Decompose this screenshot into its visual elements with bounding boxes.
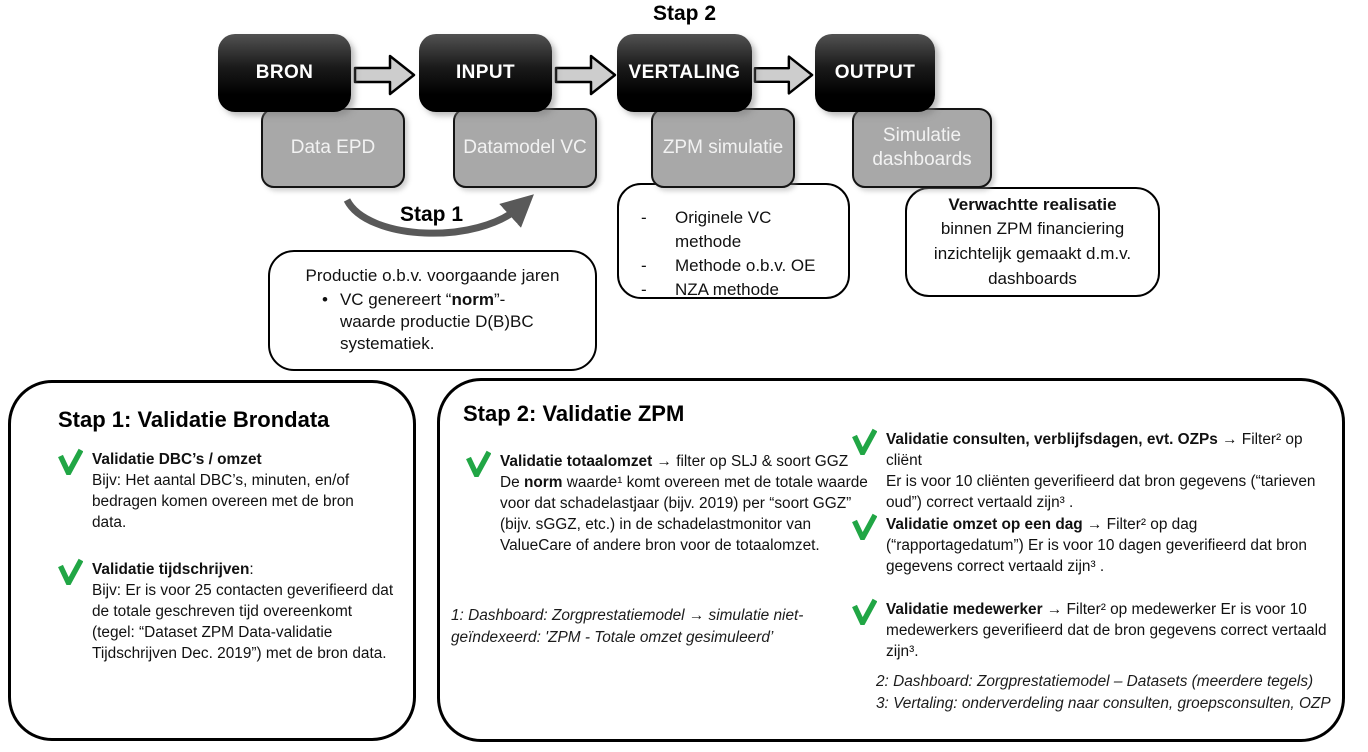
stage-bron-label: BRON bbox=[255, 62, 314, 83]
subbox-zpm-simulatie-label: ZPM simulatie bbox=[662, 137, 784, 159]
validation-item-head: Validatie consulten, verblijfsdagen, evt… bbox=[886, 429, 1341, 471]
callout-verwachtte-bold: Verwachtte realisatie bbox=[948, 194, 1117, 214]
footnote-1: 1: Dashboard: Zorgprestatiemodel → simul… bbox=[451, 607, 804, 647]
validation-item: Validatie consulten, verblijfsdagen, evt… bbox=[851, 428, 1341, 513]
body-rest: waarde¹ komt overeen met de totale waard… bbox=[500, 474, 868, 555]
step1-curved-arrow-icon bbox=[343, 194, 534, 237]
validation-item-text: Validatie tijdschrijven: Bijv: Er is voo… bbox=[92, 559, 397, 664]
panel-stap1-validatie-brondata: Stap 1: Validatie Brondata Validatie DBC… bbox=[8, 380, 416, 741]
method-item: - Originele VC methode bbox=[641, 206, 838, 254]
bullet-text-pre: VC genereert “ bbox=[339, 290, 452, 310]
validation-item: Validatie totaalomzet → filter op SLJ & … bbox=[465, 450, 875, 556]
dash-bullet: - bbox=[641, 208, 647, 227]
validation-item-text: Validatie DBC’s / omzet Bijv: Het aantal… bbox=[92, 449, 392, 533]
stap1-label: Stap 1 bbox=[400, 203, 464, 226]
dash-bullet: - bbox=[641, 280, 647, 300]
check-icon bbox=[852, 598, 877, 625]
method-item: - Methode o.b.v. OE bbox=[641, 254, 838, 278]
validation-item-text: Validatie totaalomzet → filter op SLJ & … bbox=[500, 451, 875, 556]
bullet-text-post: ”-waarde productie D(B)BC systematiek. bbox=[339, 290, 534, 354]
footnote-3: 3: Vertaling: onderverdeling naar consul… bbox=[876, 695, 1331, 713]
stage-vertaling: VERTALING bbox=[617, 34, 752, 112]
validation-item-text: Validatie consulten, verblijfsdagen, evt… bbox=[886, 429, 1341, 513]
bullet-glyph: • bbox=[322, 290, 328, 310]
subbox-zpm-simulatie: ZPM simulatie bbox=[651, 108, 795, 188]
callout-productie: Productie o.b.v. voorgaande jaren • VC g… bbox=[268, 250, 597, 371]
validation-item-text: Validatie omzet op een dag → Filter² op … bbox=[886, 514, 1341, 577]
callout-productie-bullet: • VC genereert “norm”-waarde productie D… bbox=[322, 289, 581, 355]
stage-output-label: OUTPUT bbox=[834, 62, 916, 83]
validation-item-head: Validatie totaalomzet → filter op SLJ & … bbox=[500, 451, 875, 472]
footnote-2: 2: Dashboard: Zorgprestatiemodel – Datas… bbox=[876, 673, 1314, 690]
flow-arrow-icon bbox=[353, 54, 416, 96]
method-label: Originele VC methode bbox=[675, 208, 772, 252]
validation-item: Validatie DBC’s / omzet Bijv: Het aantal… bbox=[57, 448, 397, 533]
subbox-datamodel-vc: Datamodel VC bbox=[453, 108, 597, 188]
check-icon bbox=[852, 513, 877, 540]
stage-bron: BRON bbox=[218, 34, 351, 112]
callout-productie-bullet-text: VC genereert “norm”-waarde productie D(B… bbox=[340, 289, 536, 355]
subbox-data-epd: Data EPD bbox=[261, 108, 405, 188]
head-bold: Validatie medewerker bbox=[886, 601, 1043, 618]
head-rest: → Filter² op medewerker Er is voor 10 bbox=[1042, 601, 1307, 618]
stage-vertaling-label: VERTALING bbox=[628, 62, 741, 83]
stap2-label: Stap 2 bbox=[652, 2, 717, 25]
head-bold: Validatie omzet op een dag bbox=[886, 516, 1083, 533]
callout-productie-line1: Productie o.b.v. voorgaande jaren bbox=[305, 266, 560, 285]
validation-item: Validatie medewerker → Filter² op medewe… bbox=[851, 598, 1341, 662]
stage-input-label: INPUT bbox=[456, 62, 515, 83]
callout-vc-methodes: - Originele VC methode - Methode o.b.v. … bbox=[617, 183, 850, 299]
head-rest: → filter op SLJ & soort GGZ bbox=[652, 453, 849, 470]
validation-item-head: Validatie DBC’s / omzet bbox=[92, 449, 392, 470]
flow-arrow-icon bbox=[554, 54, 617, 96]
callout-verwachtte-rest: binnen ZPM financiering inzichtelijk gem… bbox=[933, 219, 1132, 288]
head-bold: Validatie tijdschrijven bbox=[92, 561, 250, 578]
panel-stap1-title: Stap 1: Validatie Brondata bbox=[58, 407, 330, 432]
validation-item-head: Validatie tijdschrijven: bbox=[92, 559, 397, 580]
body-bold: norm bbox=[523, 474, 563, 492]
method-item: - NZA methode bbox=[641, 278, 838, 302]
head-rest: : bbox=[249, 561, 254, 578]
head-bold: Validatie DBC’s / omzet bbox=[92, 451, 262, 468]
validation-item-body: Bijv: Het aantal DBC’s, minuten, en/of b… bbox=[92, 472, 354, 532]
dash-bullet: - bbox=[641, 256, 647, 276]
subbox-datamodel-vc-label: Datamodel VC bbox=[463, 137, 587, 159]
head-bold: Validatie totaalomzet bbox=[500, 453, 653, 470]
check-icon bbox=[852, 428, 877, 455]
check-icon bbox=[58, 558, 83, 585]
head-rest: → Filter² op dag bbox=[1082, 516, 1198, 533]
validation-item-text: Validatie medewerker → Filter² op medewe… bbox=[886, 599, 1341, 662]
validation-item: Validatie omzet op een dag → Filter² op … bbox=[851, 513, 1341, 577]
callout-verwachtte-text: Verwachtte realisatie binnen ZPM financi… bbox=[921, 193, 1144, 292]
bullet-text-bold: norm bbox=[451, 290, 494, 310]
head-bold: Validatie consulten, verblijfsdagen, evt… bbox=[886, 431, 1218, 448]
footnotes-2-3: 2: Dashboard: Zorgprestatiemodel – Datas… bbox=[876, 671, 1346, 716]
validation-item-body: Er is voor 10 cliënten geverifieerd dat … bbox=[886, 473, 1316, 512]
flow-arrow-icon bbox=[753, 55, 814, 95]
subbox-data-epd-label: Data EPD bbox=[290, 137, 376, 159]
body-pre: De bbox=[500, 474, 524, 492]
stage-output: OUTPUT bbox=[815, 34, 935, 112]
callout-verwachtte-realisatie: Verwachtte realisatie binnen ZPM financi… bbox=[905, 187, 1160, 297]
validation-item-body: De norm waarde¹ komt overeen met de tota… bbox=[500, 472, 875, 556]
panel-stap2-title: Stap 2: Validatie ZPM bbox=[463, 401, 685, 426]
validation-item-body: medewerkers geverifieerd dat de bron geg… bbox=[886, 622, 1327, 661]
head-rest: → Filter² op cliënt bbox=[886, 431, 1303, 470]
validation-item-head: Validatie medewerker → Filter² op medewe… bbox=[886, 599, 1341, 620]
check-icon bbox=[58, 448, 83, 475]
validation-item-head: Validatie omzet op een dag → Filter² op … bbox=[886, 514, 1341, 535]
validation-item-body: Bijv: Er is voor 25 contacten geverifiee… bbox=[92, 582, 394, 663]
validation-item: Validatie tijdschrijven: Bijv: Er is voo… bbox=[57, 558, 397, 664]
subbox-simulatie-dashboards-label: Simulatie dashboards bbox=[872, 125, 972, 170]
stage-input: INPUT bbox=[419, 34, 552, 112]
method-label: Methode o.b.v. OE bbox=[675, 256, 816, 276]
check-icon bbox=[466, 450, 491, 477]
subbox-simulatie-dashboards: Simulatie dashboards bbox=[852, 108, 992, 188]
panel-stap2-validatie-zpm: Stap 2: Validatie ZPM Validatie totaalom… bbox=[437, 378, 1345, 742]
method-label: NZA methode bbox=[675, 280, 779, 300]
validation-item-body: (“rapportagedatum”) Er is voor 10 dagen … bbox=[886, 537, 1307, 576]
